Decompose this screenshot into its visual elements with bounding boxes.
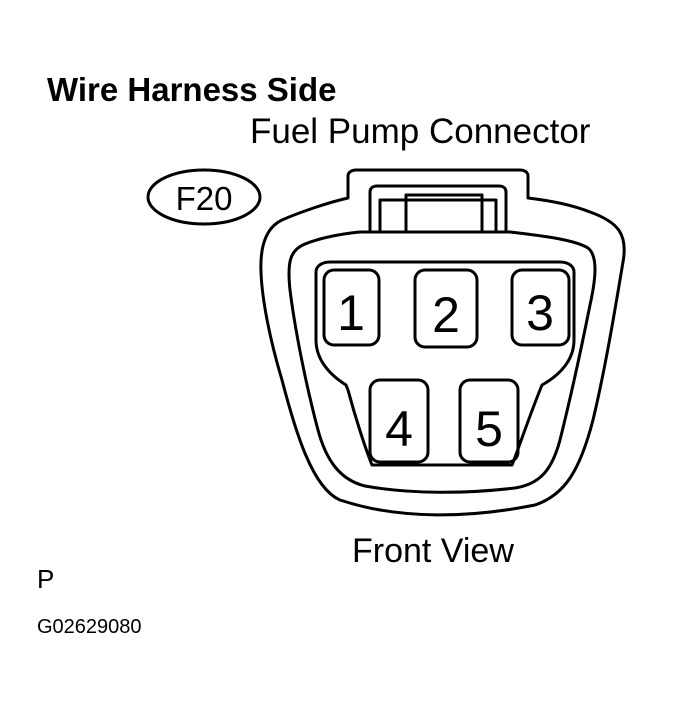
- pin-cavity: [314, 260, 576, 467]
- lock-tab: [368, 184, 508, 234]
- pin-4-label: 4: [385, 401, 413, 457]
- pin-4-terminal: [368, 378, 430, 464]
- pin-2-label: 2: [432, 287, 460, 343]
- connector-housing-outer: [259, 168, 626, 517]
- pin-3-terminal: [510, 268, 571, 347]
- view-label: Front View: [352, 532, 514, 570]
- diagram-title: Wire Harness Side: [47, 71, 337, 108]
- pin-1-terminal: [322, 268, 381, 347]
- connector-housing-inner: [287, 230, 597, 494]
- connector-code-badge: [146, 168, 262, 226]
- connector-name: Fuel Pump Connector: [250, 112, 591, 151]
- pin-2-terminal: [413, 268, 479, 349]
- p-code: P: [37, 564, 55, 594]
- pin-5-terminal: [458, 378, 520, 464]
- pin-3-label: 3: [526, 285, 554, 341]
- pin-1-label: 1: [337, 285, 365, 341]
- pin-5-label: 5: [475, 401, 503, 457]
- connector-code-label: F20: [176, 180, 233, 217]
- figure-id: G02629080: [37, 616, 142, 638]
